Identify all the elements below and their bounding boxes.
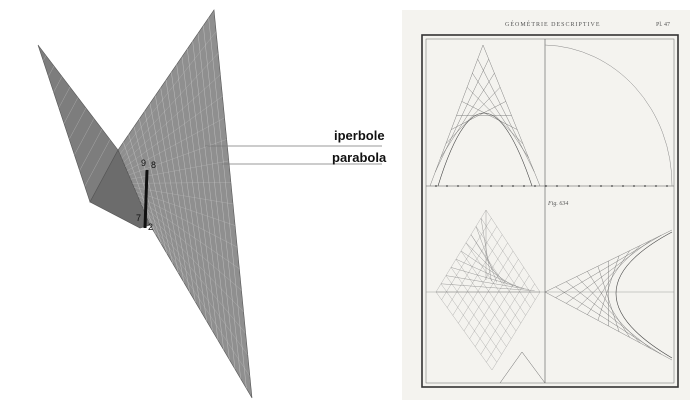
surface-ruling-line — [68, 107, 87, 140]
surface-ruling-line — [79, 128, 103, 171]
plate-tick-dot — [578, 185, 580, 187]
plate-parabola-line — [451, 101, 506, 130]
engraving-plate — [402, 10, 690, 400]
plate-tick-dot — [600, 185, 602, 187]
plate-net-line — [486, 283, 535, 363]
plate-tick-dot — [479, 185, 481, 187]
surface-lower-fold — [89, 149, 151, 229]
plate-tick-dot — [644, 185, 646, 187]
iperbole-label: iperbole — [334, 128, 385, 143]
plate-tick-dot — [633, 185, 635, 187]
surface-ruling-line — [208, 17, 247, 389]
plate-small-triangle — [499, 351, 546, 384]
plate-construction-lines — [426, 39, 674, 384]
plate-tick-dot — [468, 185, 470, 187]
plate-tick-dot — [512, 185, 514, 187]
plate-frame-outer — [421, 34, 679, 388]
plate-parabola-curve — [437, 112, 533, 187]
hyperbolic-paraboloid-surface — [37, 9, 253, 399]
plate-net-line — [455, 259, 512, 339]
plate-net-line — [450, 267, 524, 289]
plate-tick-dot — [457, 185, 459, 187]
plate-net-line — [455, 259, 519, 288]
plate-arc — [544, 44, 673, 187]
plate-net-line — [460, 250, 514, 287]
plate-hyperbola-line — [566, 281, 651, 349]
plate-parabola-line — [435, 59, 489, 172]
plate-tick-dot — [655, 185, 657, 187]
point-label-7: 7 — [136, 213, 142, 223]
figure-number: Fig. 634 — [548, 201, 569, 207]
surface-ruling-line — [203, 25, 241, 379]
plate-net-line — [445, 275, 530, 290]
plate-net-line — [463, 250, 514, 332]
plate-net-line — [475, 267, 524, 347]
plate-net-line — [480, 275, 530, 355]
surface-ruling-line — [48, 65, 55, 77]
plate-hyperbola-line — [544, 291, 673, 361]
plate-net-line — [475, 226, 497, 283]
point-label-8: 8 — [151, 160, 157, 170]
surface-ruling-line — [74, 118, 95, 156]
plate-tick-dot — [534, 185, 536, 187]
surface-ruling-line — [148, 220, 251, 377]
plate-tick-dot — [556, 185, 558, 187]
plate-paper — [402, 10, 690, 400]
plate-tick-dot — [545, 185, 547, 187]
plate-tick-dot — [523, 185, 525, 187]
plate-net-line — [445, 275, 502, 355]
plate-parabola-line — [440, 73, 495, 158]
plate-tick-dot — [490, 185, 492, 187]
surface-ruling-line — [144, 212, 246, 334]
plate-frame-inner — [425, 38, 675, 384]
plate-net-line — [440, 283, 497, 363]
surface-ruling-line — [53, 76, 63, 93]
parabola-label: parabola — [332, 150, 387, 165]
plate-net-line — [480, 218, 492, 282]
plate-header: GÉOMÉTRIE DESCRIPTIVE — [505, 22, 601, 28]
plate-net-line — [440, 283, 535, 291]
surface-ruling-line — [63, 97, 79, 124]
plate-net-line — [450, 267, 507, 347]
vertical-segment — [143, 169, 149, 229]
plate-tick-dot — [435, 185, 437, 187]
plate-parabola-line — [445, 87, 501, 144]
plate-tick-dot — [622, 185, 624, 187]
plate-tick-dot — [666, 185, 668, 187]
plate-hyperbola-line — [555, 286, 662, 355]
plate-number: Pl. 47 — [656, 22, 671, 28]
plate-parabola-line — [429, 44, 484, 187]
plate-net-line — [491, 291, 541, 371]
surface-ruling-line — [42, 55, 47, 61]
surface-grid-curves — [42, 17, 251, 389]
plate-hyperbola-curve — [615, 231, 673, 359]
surface-ruling-line — [84, 139, 111, 187]
plate-net-line — [469, 259, 519, 339]
point-label-2: 2 — [148, 222, 154, 232]
surface-ruling-line — [146, 216, 248, 356]
point-label-9: 9 — [141, 158, 147, 168]
plate-tick-dot — [567, 185, 569, 187]
plate-tick-dot — [501, 185, 503, 187]
plate-net-line — [435, 291, 493, 371]
surface-ruling-line — [58, 86, 71, 108]
plate-tick-dot — [589, 185, 591, 187]
plate-tick-dot — [611, 185, 613, 187]
plate-tick-dot — [446, 185, 448, 187]
